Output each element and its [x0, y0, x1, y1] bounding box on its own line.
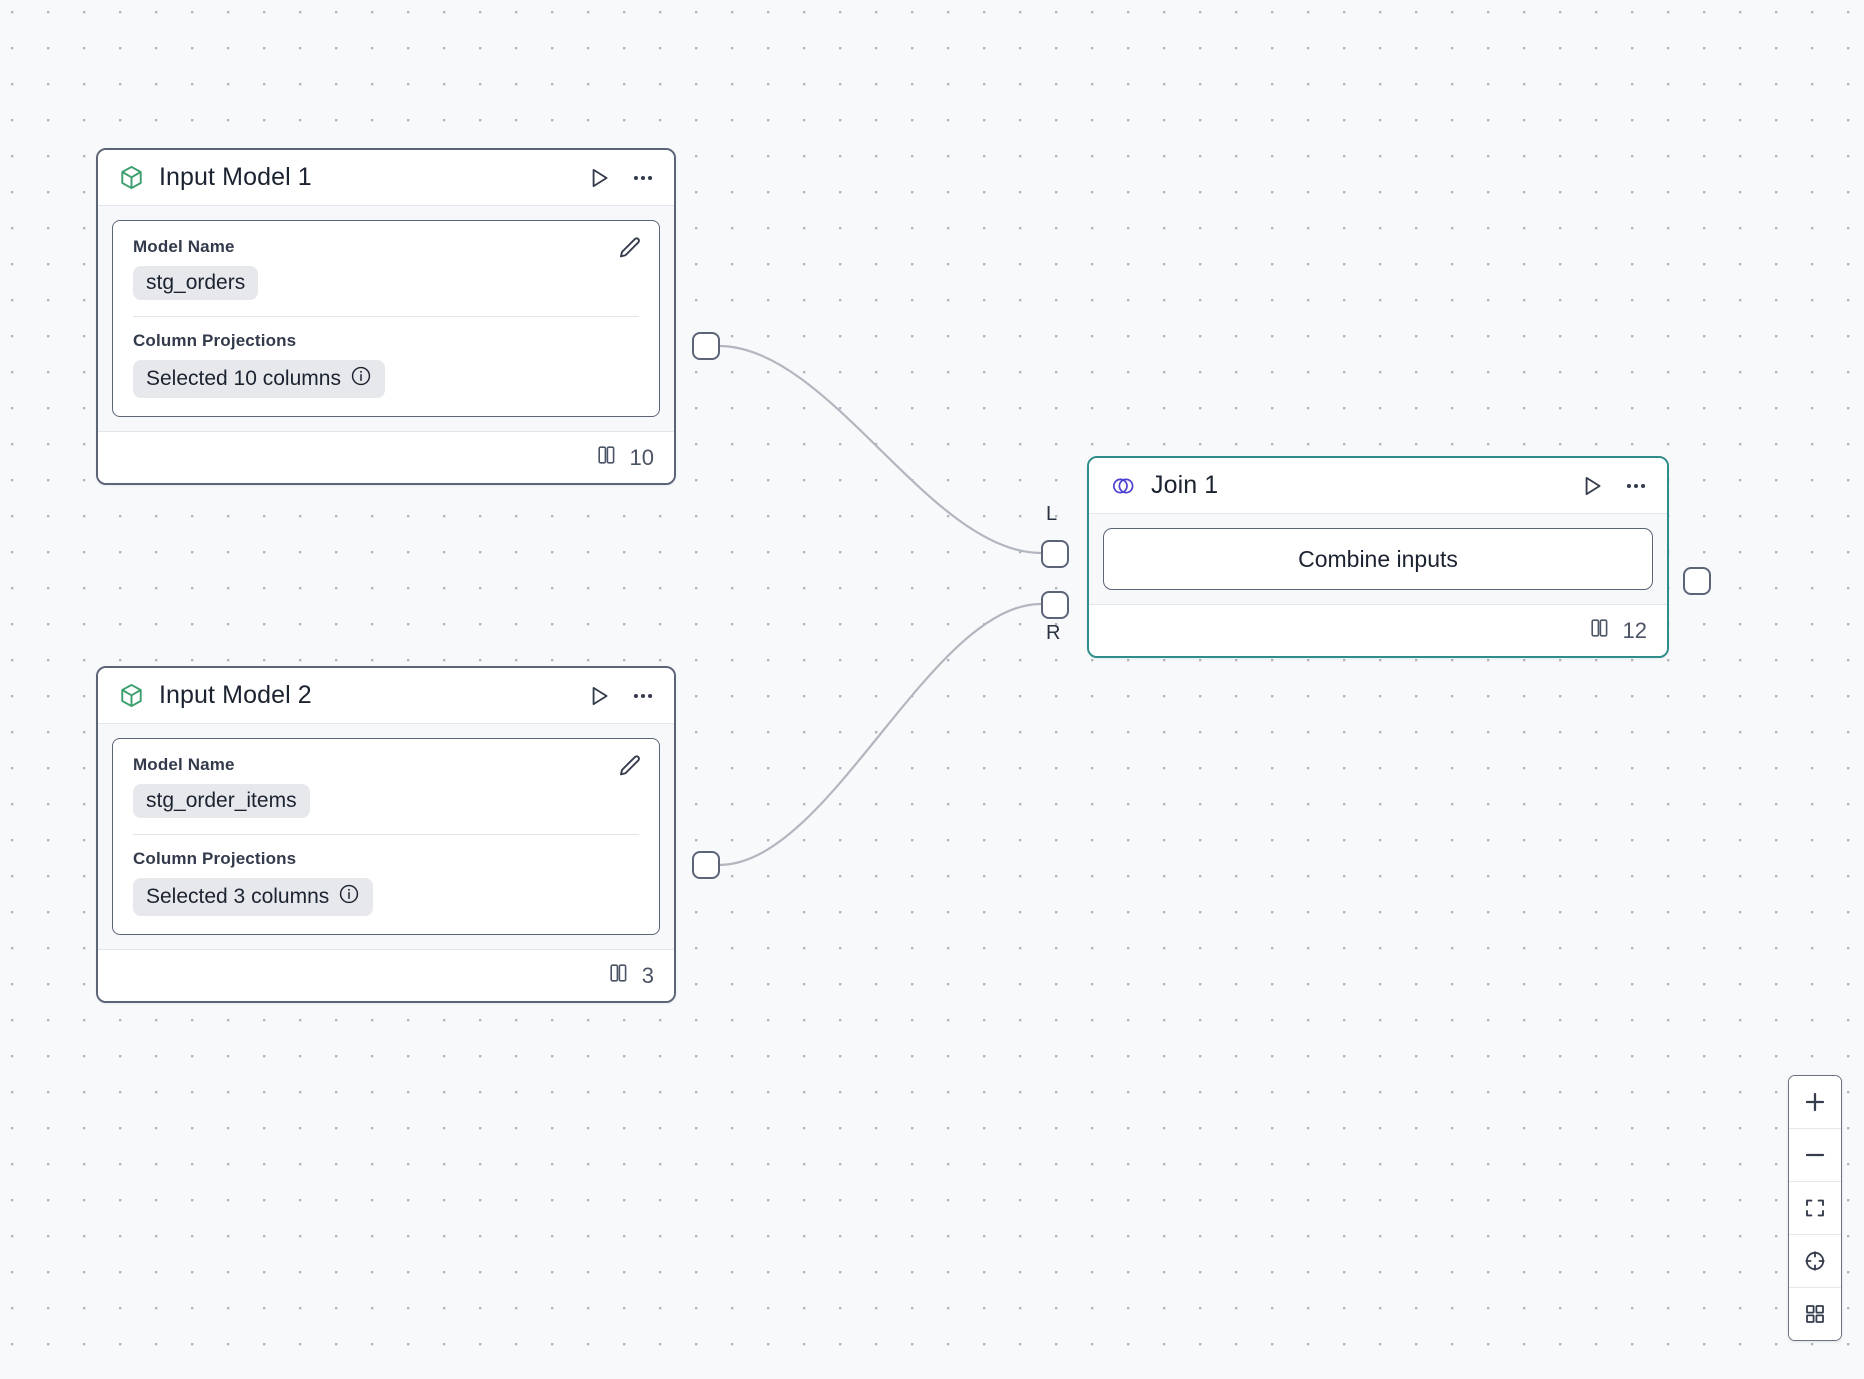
input-port-join-left[interactable] — [1041, 540, 1069, 568]
info-icon[interactable] — [350, 365, 372, 393]
center-view-button[interactable] — [1789, 1235, 1841, 1288]
column-count: 3 — [641, 962, 654, 988]
column-projections-value[interactable]: Selected 10 columns — [133, 360, 385, 398]
zoom-out-button[interactable] — [1789, 1129, 1841, 1182]
node-footer: 3 — [98, 949, 674, 1001]
node-join-1[interactable]: Join 1 Combine inputs — [1087, 456, 1669, 658]
node-header-actions — [1579, 473, 1649, 499]
fit-view-button[interactable] — [1789, 1182, 1841, 1235]
cube-icon — [118, 682, 145, 709]
toggle-minimap-button[interactable] — [1789, 1288, 1841, 1340]
edge-model2-to-join-right — [718, 602, 1042, 867]
model-name-value[interactable]: stg_orders — [133, 266, 259, 300]
node-header: Input Model 2 — [98, 668, 674, 724]
model-name-label: Model Name — [133, 755, 235, 774]
node-body: Model Name stg_orders Column Projections… — [98, 206, 674, 431]
combine-inputs-label: Combine inputs — [1298, 545, 1458, 572]
node-body: Model Name stg_order_items Column Projec… — [98, 724, 674, 949]
node-title: Input Model 1 — [159, 163, 312, 191]
node-footer: 10 — [98, 431, 674, 483]
model-name-text: stg_orders — [146, 271, 246, 294]
columns-icon — [596, 443, 620, 473]
edge-model1-to-join-left — [718, 344, 1042, 555]
node-header-actions — [586, 683, 656, 709]
node-input-model-2[interactable]: Input Model 2 — [96, 666, 676, 1003]
edit-icon[interactable] — [616, 753, 643, 785]
model-config-panel: Model Name stg_orders Column Projections… — [112, 220, 660, 417]
input-port-join-right[interactable] — [1041, 591, 1069, 619]
column-projections-text: Selected 3 columns — [146, 885, 330, 908]
node-body: Combine inputs — [1089, 514, 1667, 604]
node-input-model-1[interactable]: Input Model 1 — [96, 148, 676, 485]
columns-icon — [1589, 616, 1613, 646]
model-name-text: stg_order_items — [146, 789, 297, 812]
model-config-panel: Model Name stg_order_items Column Projec… — [112, 738, 660, 935]
edit-icon[interactable] — [616, 235, 643, 267]
column-count: 12 — [1622, 617, 1647, 643]
run-icon[interactable] — [586, 683, 612, 709]
panel-divider — [133, 834, 639, 835]
more-options-icon[interactable] — [630, 683, 656, 709]
output-port-input-model-2[interactable] — [692, 851, 720, 879]
column-projections-label: Column Projections — [133, 849, 297, 868]
node-header: Join 1 — [1089, 458, 1667, 514]
run-icon[interactable] — [586, 165, 612, 191]
combine-inputs-button[interactable]: Combine inputs — [1103, 528, 1653, 590]
column-projections-value[interactable]: Selected 3 columns — [133, 878, 374, 916]
info-icon[interactable] — [338, 883, 360, 911]
node-footer: 12 — [1089, 604, 1667, 656]
panel-divider — [133, 316, 639, 317]
node-title: Input Model 2 — [159, 681, 312, 709]
output-port-join-1[interactable] — [1683, 567, 1711, 595]
model-name-value[interactable]: stg_order_items — [133, 784, 310, 818]
output-port-input-model-1[interactable] — [692, 332, 720, 360]
node-header: Input Model 1 — [98, 150, 674, 206]
column-count: 10 — [629, 444, 654, 470]
column-projections-text: Selected 10 columns — [146, 367, 341, 390]
model-name-label: Model Name — [133, 237, 235, 256]
columns-icon — [608, 961, 632, 991]
port-label-left: L — [1046, 503, 1058, 525]
more-options-icon[interactable] — [1623, 473, 1649, 499]
cube-icon — [118, 164, 145, 191]
run-icon[interactable] — [1579, 473, 1605, 499]
venn-join-icon — [1109, 472, 1137, 500]
column-projections-label: Column Projections — [133, 331, 297, 350]
zoom-in-button[interactable] — [1789, 1076, 1841, 1129]
node-header-actions — [586, 165, 656, 191]
more-options-icon[interactable] — [630, 165, 656, 191]
port-label-right: R — [1046, 622, 1061, 644]
canvas-controls-panel[interactable] — [1788, 1075, 1842, 1341]
node-title: Join 1 — [1151, 471, 1219, 499]
